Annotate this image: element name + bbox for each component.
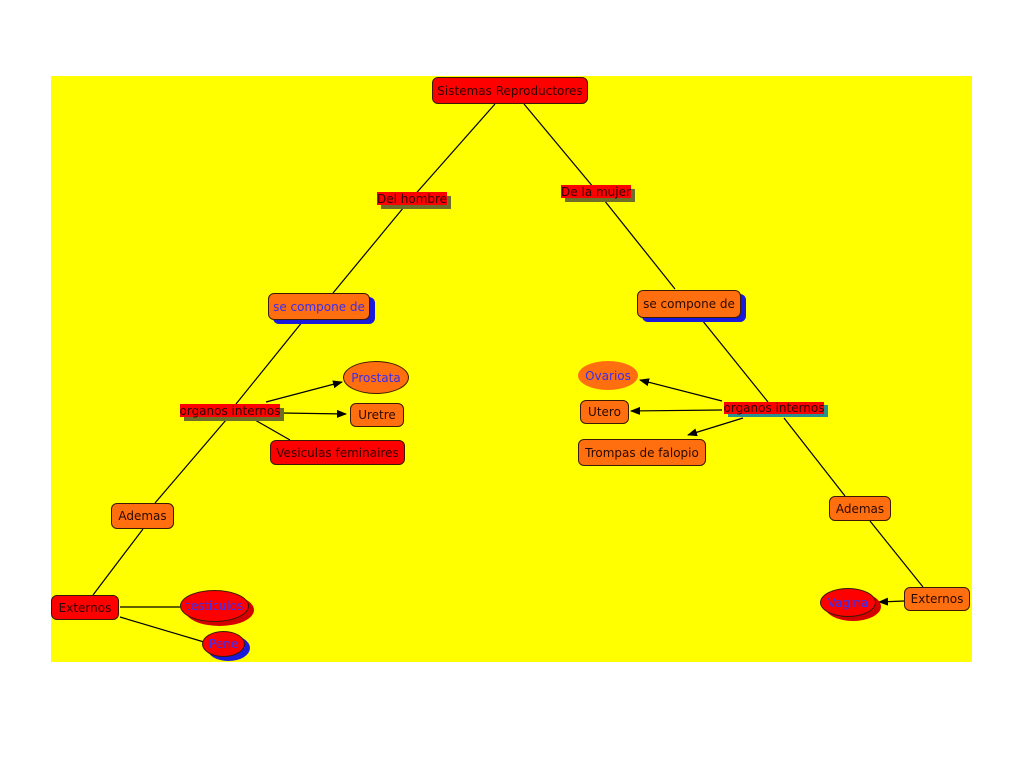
line-woman-compose [603,199,676,290]
line-ademas-externos-w [869,520,924,588]
arrow-organs-uretre [281,409,347,418]
line-root-man [403,103,496,208]
line-man-compose [332,206,405,294]
arrow-organs-ovarios [639,378,723,402]
line-organs-vesiculas [254,419,291,441]
node-organos-internos-mujer[interactable]: organos internos [723,401,825,415]
node-externos-mujer[interactable]: Externos [904,587,970,611]
line-organs-ademas-w [783,417,846,497]
node-vagina[interactable]: Vagina [820,588,876,617]
arrow-externos-vagina [878,597,905,606]
root-node[interactable]: Sistemas Reproductores [432,77,588,104]
node-testiculos[interactable]: testiculos [180,590,249,622]
node-pene[interactable]: Pene [202,631,245,657]
line-root-woman [523,103,605,201]
arrow-organs-utero [630,406,723,415]
node-utero[interactable]: Utero [580,400,629,424]
line-externos-pene [119,616,205,643]
arrow-organs-trompas [687,417,744,437]
node-prostata[interactable]: Prostata [343,361,409,394]
concept-map-canvas [51,76,972,662]
line-compose-organs-m [235,320,304,405]
node-ademas-mujer[interactable]: Ademas [829,496,891,521]
node-trompas-de-falopio[interactable]: Trompas de falopio [578,439,706,466]
node-de-la-mujer[interactable]: De la mujer [561,184,631,199]
node-externos-hombre[interactable]: Externos [51,595,119,620]
line-organs-ademas-m [154,419,227,504]
line-compose-organs-w [701,319,769,403]
node-ademas-hombre[interactable]: Ademas [111,503,174,529]
node-organos-internos-hombre[interactable]: organos internos [179,403,281,418]
line-ademas-externos-m [92,528,144,596]
node-del-hombre[interactable]: Del hombre [376,191,448,206]
node-se-compone-de-hombre[interactable]: se compone de [268,293,370,320]
node-vesiculas-feminaires[interactable]: Vesiculas feminaires [270,440,405,465]
arrow-organs-prostata [265,380,343,403]
node-se-compone-de-mujer[interactable]: se compone de [637,290,741,318]
node-uretre[interactable]: Uretre [350,403,404,427]
node-ovarios[interactable]: Ovarios [578,361,638,390]
